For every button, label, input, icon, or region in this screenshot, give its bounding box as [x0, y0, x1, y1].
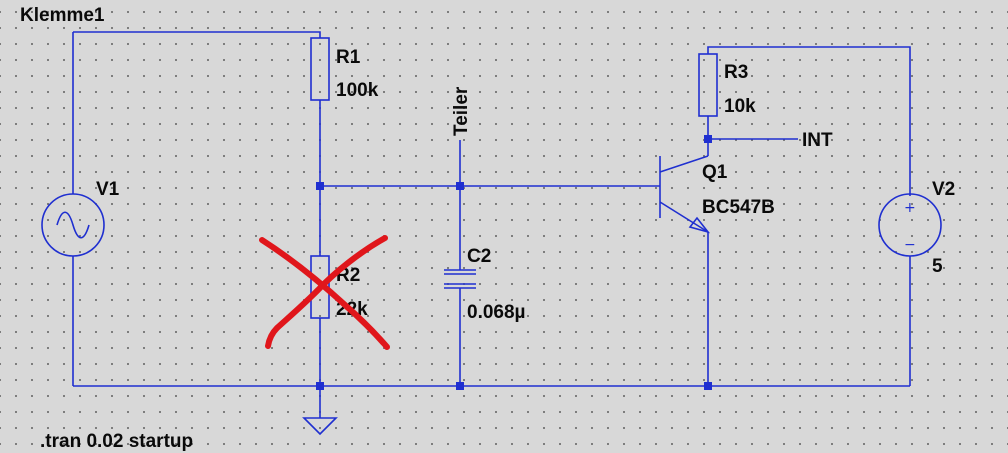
- voltage-source-v1[interactable]: V1: [41, 179, 120, 257]
- spice-directive[interactable]: .tran 0.02 startup: [40, 431, 193, 452]
- r3-name: R3: [724, 62, 748, 83]
- voltage-source-v2[interactable]: + − V2 5: [878, 179, 955, 277]
- junction-dot: [704, 135, 712, 143]
- sine-wave-icon: [56, 211, 90, 239]
- transistor-emitter: [659, 201, 709, 233]
- capacitor-c2[interactable]: C2 0.068µ: [444, 246, 526, 323]
- ground-icon: [302, 417, 338, 436]
- junction-dot: [456, 382, 464, 390]
- net-label-int[interactable]: INT: [802, 130, 833, 151]
- resistor-r1[interactable]: R1 100k: [310, 37, 379, 101]
- q1-value: BC547B: [702, 197, 775, 218]
- resistor-body: [310, 37, 330, 101]
- wire-v2-top-net[interactable]: [707, 46, 911, 196]
- plus-icon: +: [904, 200, 916, 216]
- red-cross-annotation: [259, 235, 390, 350]
- junctions: [316, 135, 712, 390]
- v2-name: V2: [932, 179, 955, 200]
- r1-value: 100k: [336, 80, 379, 101]
- junction-dot: [316, 382, 324, 390]
- junction-dot: [704, 382, 712, 390]
- junction-dot: [456, 182, 464, 190]
- net-label-teiler[interactable]: Teiler: [451, 86, 472, 136]
- resistor-r3[interactable]: R3 10k: [698, 53, 756, 117]
- v1-name: V1: [96, 179, 120, 200]
- wires: [72, 31, 911, 418]
- ground-symbol[interactable]: [302, 417, 338, 436]
- resistor-body: [698, 53, 718, 117]
- v2-value: 5: [932, 256, 943, 277]
- c2-value: 0.068µ: [467, 302, 526, 323]
- source-circle: [41, 193, 105, 257]
- cross-stroke-2: [265, 235, 388, 349]
- r3-value: 10k: [724, 96, 756, 117]
- r1-name: R1: [336, 47, 361, 68]
- q1-name: Q1: [702, 162, 728, 183]
- emitter-arrow-icon: [688, 216, 711, 234]
- c2-name: C2: [467, 246, 491, 267]
- junction-dot: [316, 182, 324, 190]
- source-circle: [878, 193, 942, 257]
- minus-icon: −: [904, 237, 916, 253]
- wire-klemme1-net[interactable]: [72, 31, 321, 194]
- transistor-collector: [659, 155, 709, 173]
- cross-stroke-1: [259, 237, 390, 350]
- transistor-q1[interactable]: Q1 BC547B: [659, 155, 775, 234]
- net-label-klemme1[interactable]: Klemme1: [20, 5, 105, 26]
